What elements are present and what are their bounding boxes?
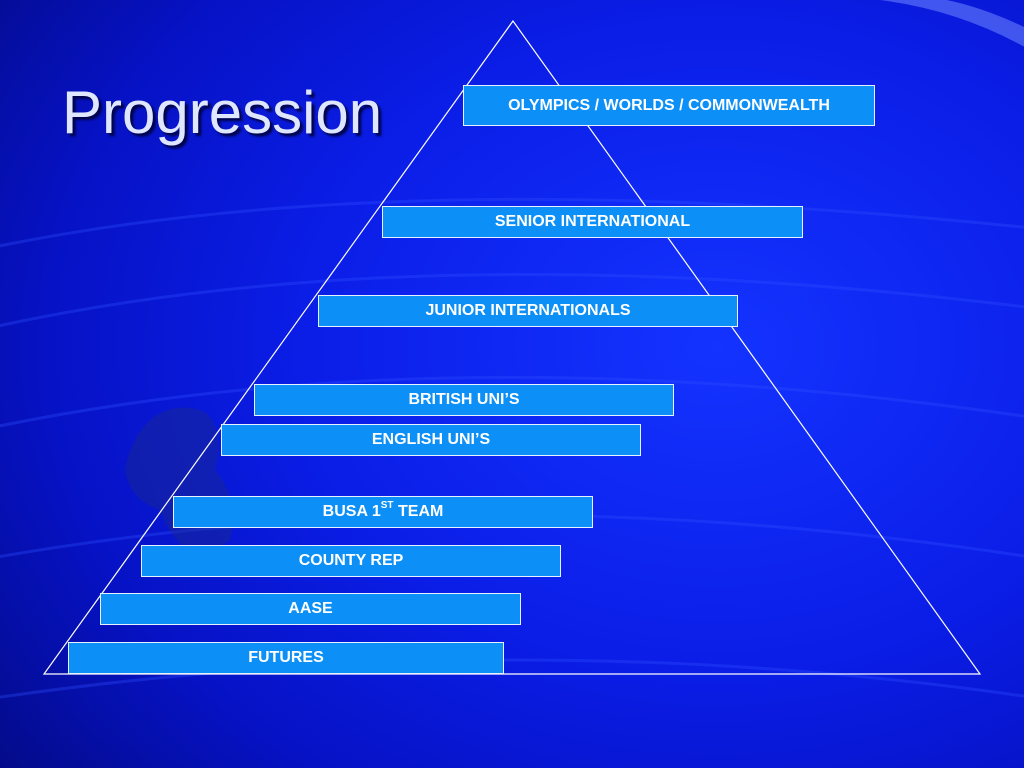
tier-olympics-worlds-commonwealth: OLYMPICS / WORLDS / COMMONWEALTH: [463, 85, 875, 126]
corner-swoosh: [880, 0, 1024, 47]
slide-title: Progression: [62, 79, 383, 146]
tier-label-main: BUSA 1: [322, 503, 381, 520]
track-line: [0, 272, 1024, 328]
tier-busa-1st-team: BUSA 1ST TEAM: [173, 496, 593, 528]
tier-label-superscript: ST: [380, 499, 394, 511]
tier-label: OLYMPICS / WORLDS / COMMONWEALTH: [508, 96, 830, 114]
tier-label: SENIOR INTERNATIONAL: [494, 213, 691, 230]
tier-senior-international: SENIOR INTERNATIONAL: [382, 206, 803, 238]
tier-label: BUSA 1ST TEAM: [322, 499, 444, 521]
tier-label: FUTURES: [248, 649, 324, 666]
tier-junior-internationals: JUNIOR INTERNATIONALS: [318, 295, 738, 327]
tier-british-unis: BRITISH UNI’S: [254, 384, 674, 416]
tier-aase: AASE: [100, 593, 521, 625]
tier-label: BRITISH UNI’S: [408, 391, 520, 408]
pyramid-triangle: [42, 19, 982, 675]
track-line: [0, 197, 1024, 248]
tier-label-suffix: TEAM: [393, 503, 444, 520]
tier-label: ENGLISH UNI’S: [371, 431, 491, 448]
track-line: [0, 375, 1024, 428]
tier-futures: FUTURES: [68, 642, 504, 674]
track-line: [0, 658, 1024, 699]
tier-county-rep: COUNTY REP: [141, 545, 561, 577]
tier-label: JUNIOR INTERNATIONALS: [425, 302, 631, 319]
tier-label: COUNTY REP: [298, 552, 404, 569]
tier-label: AASE: [288, 600, 333, 617]
tier-english-unis: ENGLISH UNI’S: [221, 424, 641, 456]
